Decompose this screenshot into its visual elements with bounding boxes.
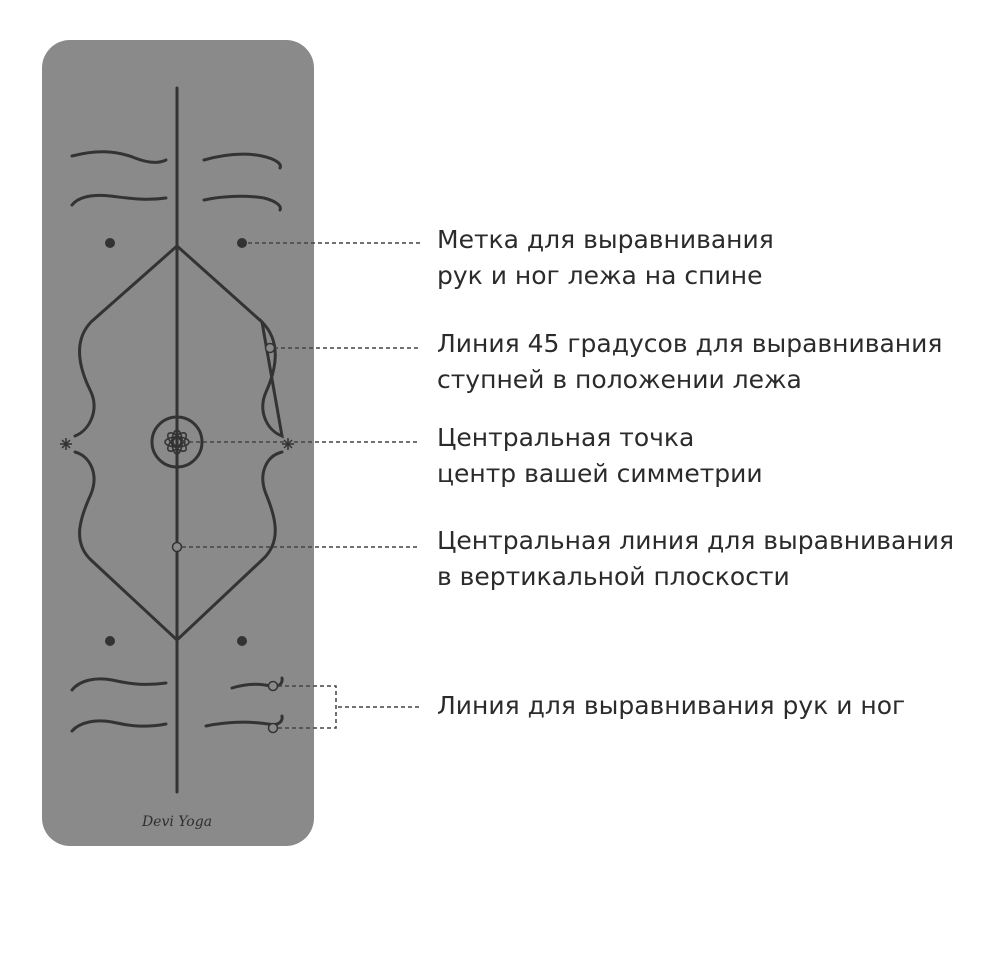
label-center-line: Центральная линия для выравнивания в вер… [437,523,954,595]
brand-logo: Devi Yoga [141,814,212,830]
label-line-45-degrees: Линия 45 градусов для выравнивания ступн… [437,326,942,398]
alignment-dot-bottom-right [237,636,247,646]
label-line: Линия 45 градусов для выравнивания [437,326,942,362]
anchor-ring-line-45 [266,344,275,353]
label-hands-feet-line: Линия для выравнивания рук и ног [437,688,905,724]
label-lying-hands-feet-mark: Метка для выравнивания рук и ног лежа на… [437,222,774,294]
anchor-ring-center-line [173,543,182,552]
alignment-dot-bottom-left [105,636,115,646]
label-line: Центральная линия для выравнивания [437,523,954,559]
label-line: Метка для выравнивания [437,222,774,258]
anchor-ring-bottom-1 [269,682,278,691]
label-line: в вертикальной плоскости [437,559,954,595]
label-line: центр вашей симметрии [437,456,763,492]
label-line: ступней в положении лежа [437,362,942,398]
label-line: Центральная точка [437,420,763,456]
alignment-dot-top-left [105,238,115,248]
anchor-ring-bottom-2 [269,724,278,733]
label-line: Линия для выравнивания рук и ног [437,688,905,724]
label-center-point: Центральная точка центр вашей симметрии [437,420,763,492]
alignment-dot-top-right [237,238,247,248]
label-line: рук и ног лежа на спине [437,258,774,294]
